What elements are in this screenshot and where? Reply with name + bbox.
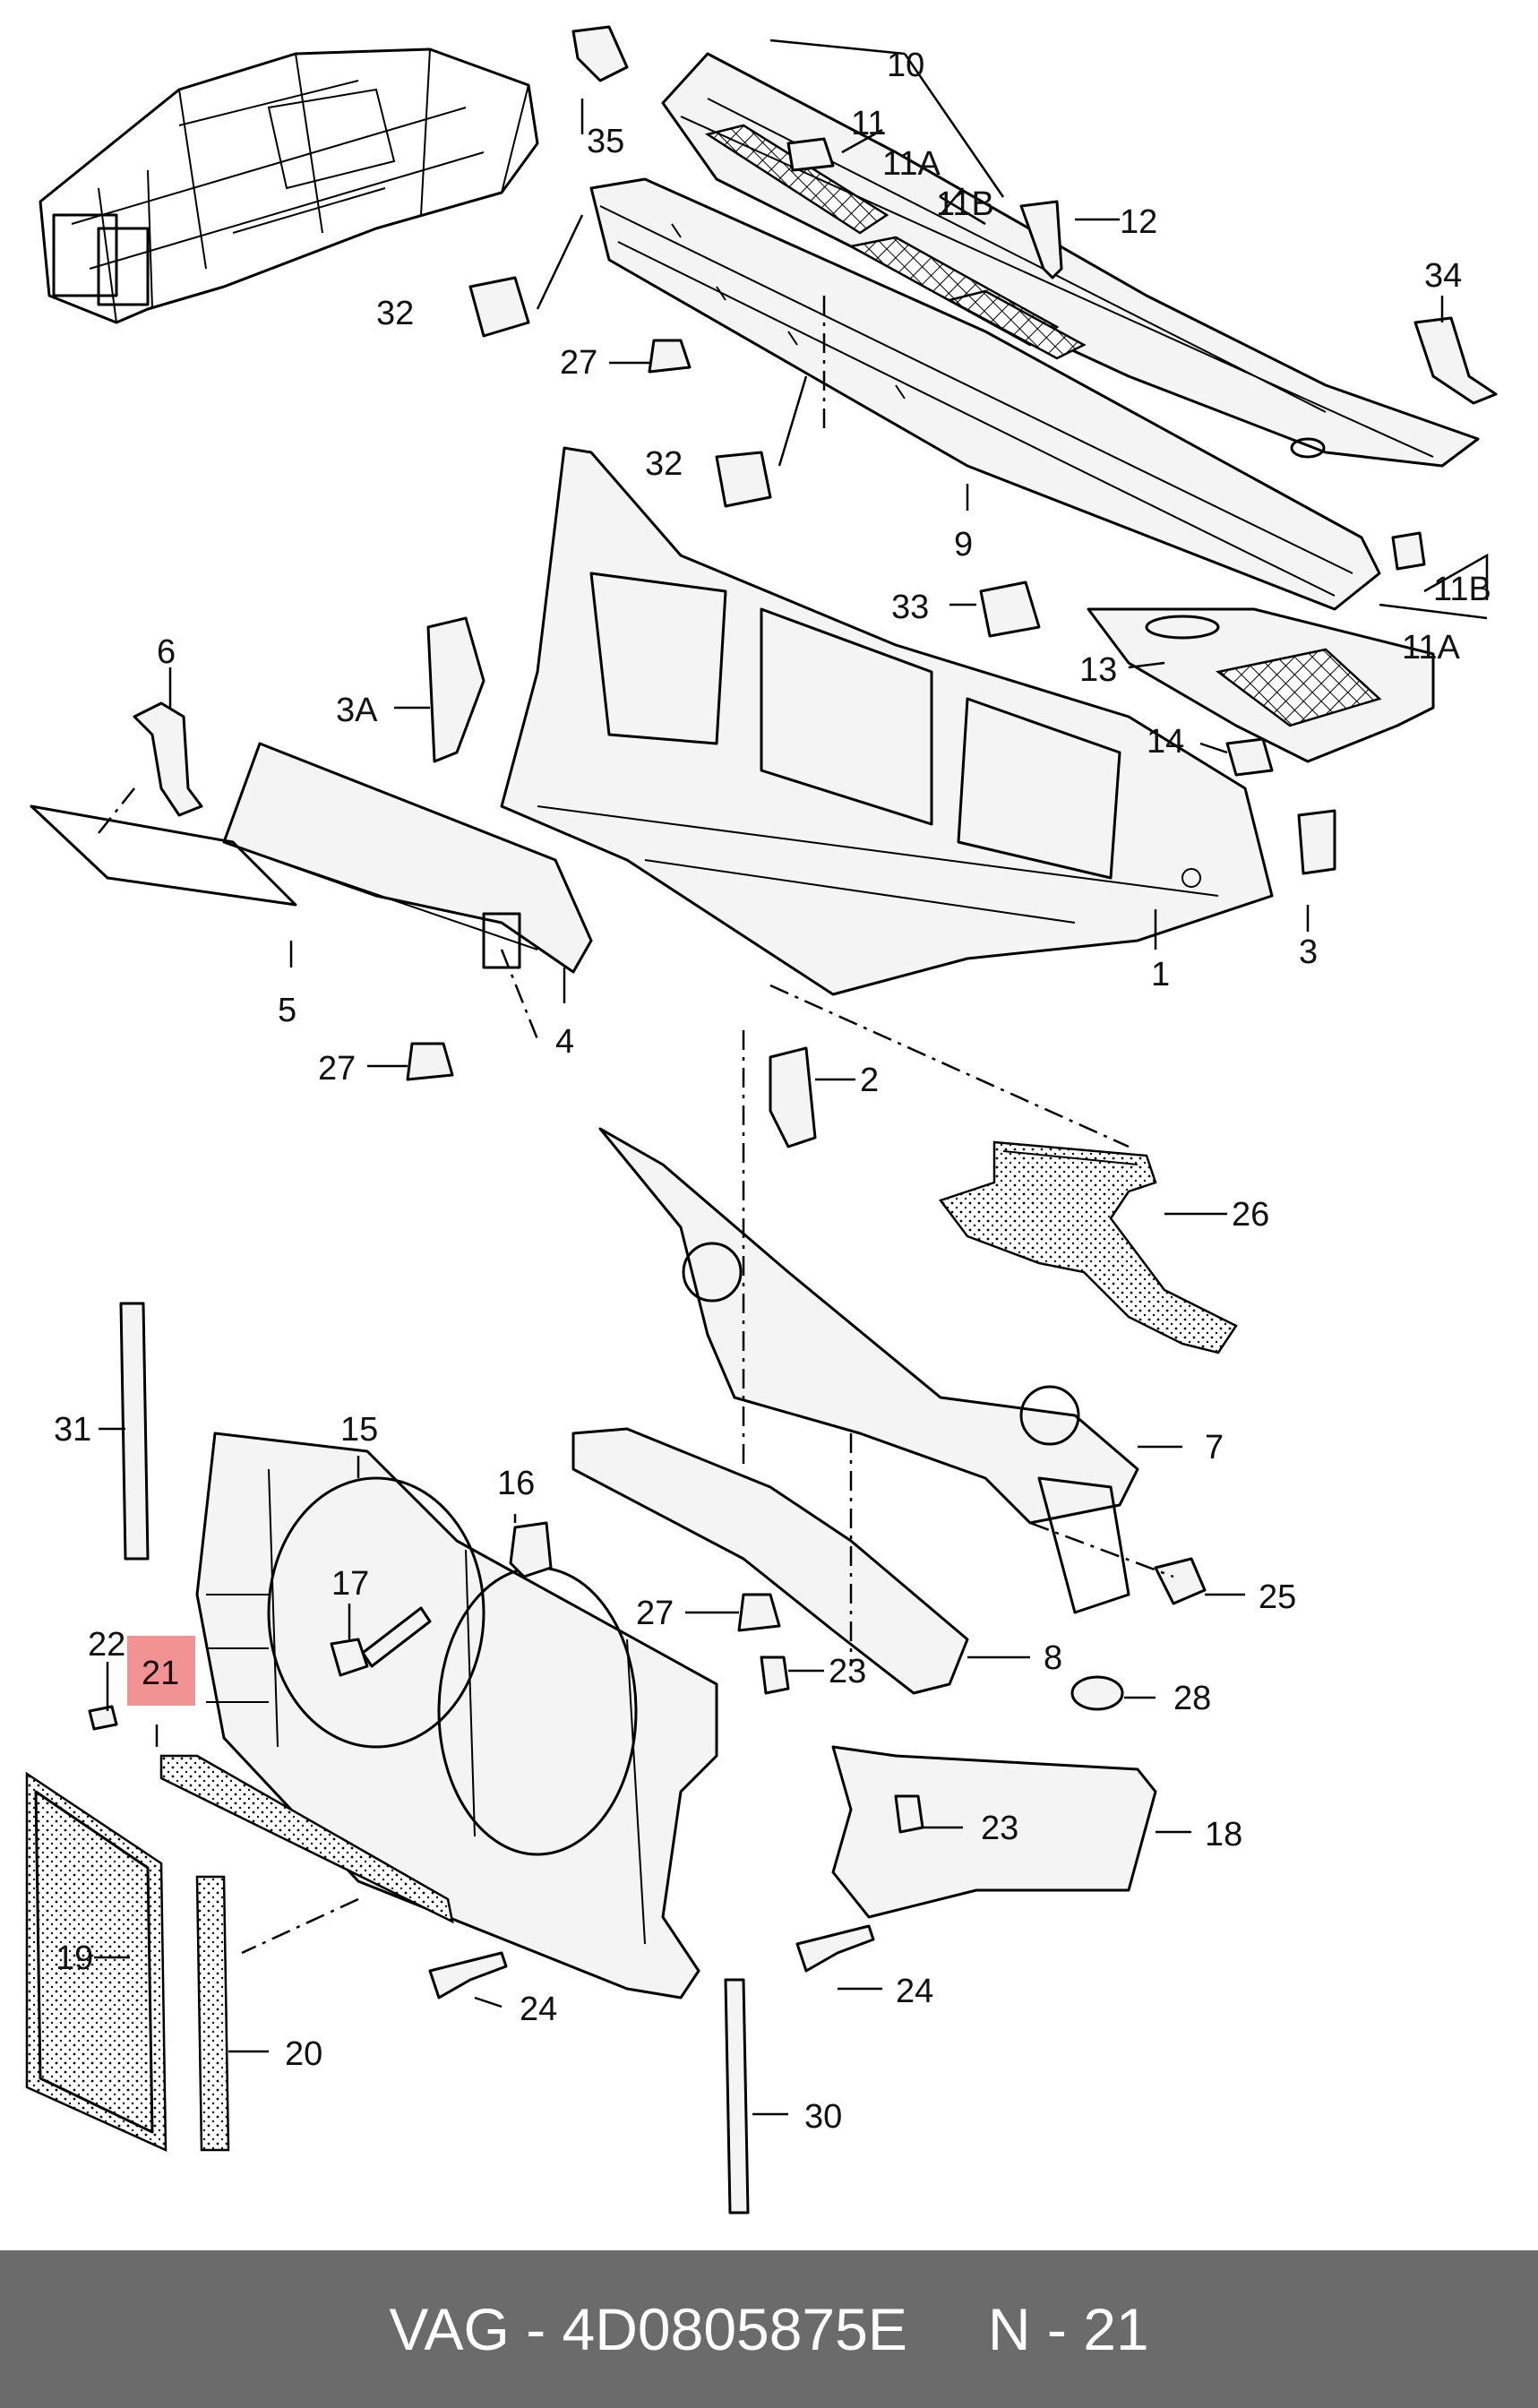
part-24-bolt-left	[428, 1951, 508, 2000]
callout-1: 1	[1151, 956, 1170, 993]
part-3a-plate	[426, 616, 485, 763]
callout-9: 9	[954, 526, 973, 563]
part-9-cross-member	[589, 177, 1381, 611]
part-2-bracket	[769, 1046, 817, 1148]
assembly-lines	[98, 296, 1174, 1955]
part-8-beam	[571, 1427, 969, 1695]
callout-5: 5	[278, 992, 296, 1029]
callout-12: 12	[1120, 203, 1157, 241]
callout-22: 22	[88, 1626, 125, 1664]
part-6-bracket	[133, 701, 203, 817]
part-4-5-channel	[30, 742, 593, 974]
callout-32-top: 32	[376, 295, 414, 332]
part-25-grommet	[1154, 1557, 1207, 1605]
part-27-grommet-mid	[406, 1042, 454, 1081]
part-14-clip	[1225, 737, 1274, 777]
callout-27-top: 27	[560, 344, 597, 382]
callout-11a-right: 11A	[1402, 629, 1460, 666]
part-22-clip	[88, 1705, 118, 1731]
callout-13: 13	[1079, 651, 1117, 689]
callout-23-lower: 23	[981, 1810, 1018, 1847]
callout-31: 31	[54, 1411, 91, 1449]
callout-15: 15	[340, 1411, 378, 1449]
part-31-strip	[119, 1302, 150, 1561]
callout-24-left: 24	[520, 1991, 557, 2028]
part-7-side-member	[598, 1127, 1139, 1614]
callout-7: 7	[1205, 1429, 1224, 1466]
part-28-cap	[1070, 1675, 1124, 1711]
part-23-clip-upper	[760, 1656, 790, 1695]
callout-25: 25	[1259, 1578, 1296, 1616]
part-12-bolt	[1019, 200, 1063, 280]
part-27-grommet-top	[648, 339, 692, 374]
part-32-bracket-top	[468, 276, 530, 338]
callout-labels: 10 11 11A 11B 12 34 35 32 27 32 9 11B 33…	[54, 47, 1491, 2136]
part-23-clip-lower	[894, 1794, 924, 1834]
callout-20: 20	[285, 2035, 322, 2073]
callout-32-mid: 32	[645, 445, 683, 483]
callout-17: 17	[331, 1565, 369, 1603]
callout-6: 6	[157, 633, 176, 671]
separator: -	[526, 2296, 546, 2362]
callout-19: 19	[56, 1939, 93, 1977]
callout-11b-top: 11B	[936, 185, 994, 223]
brand-label: VAG	[389, 2296, 510, 2362]
callout-18: 18	[1205, 1816, 1242, 1853]
part-1-bulkhead	[500, 446, 1274, 996]
part-21-strip	[159, 1754, 454, 1924]
callout-21: 21	[142, 1655, 179, 1692]
part-20-seal-strip	[195, 1875, 230, 2152]
part-19-seal	[25, 1771, 168, 2152]
part-16-rubber-mount	[509, 1521, 553, 1578]
callout-3: 3	[1299, 933, 1318, 971]
callout-2: 2	[860, 1062, 879, 1099]
part-number: 4D0805875E	[562, 2296, 907, 2362]
part-27-grommet-low	[737, 1593, 781, 1632]
callout-16: 16	[497, 1465, 535, 1502]
callout-23-upper: 23	[829, 1653, 866, 1690]
callout-14: 14	[1147, 723, 1184, 761]
part-17-bolt	[330, 1606, 432, 1677]
part-10-cowl-grille	[661, 52, 1480, 468]
part-35-bracket	[571, 25, 629, 82]
part-11-cap	[786, 137, 835, 172]
callout-11b-right: 11B	[1433, 571, 1491, 608]
callout-10: 10	[887, 47, 924, 84]
callout-28: 28	[1173, 1680, 1211, 1717]
part-13-panel	[1087, 607, 1435, 763]
part-info-footer: VAG - 4D0805875E N - 21	[0, 2250, 1538, 2408]
part-32-bracket-mid	[715, 451, 772, 508]
part-24-bolt-right	[795, 1924, 875, 1973]
callout-24-right: 24	[896, 1973, 933, 2010]
part-15-radiator-support	[195, 1432, 718, 2000]
highlight-box	[127, 1636, 195, 1706]
car-body-overview	[39, 47, 539, 324]
part-3-plate	[1297, 809, 1336, 875]
callout-11: 11	[851, 105, 886, 142]
leader-lines	[94, 39, 1489, 2116]
exploded-parts-diagram: 10 11 11A 11B 12 34 35 32 27 32 9 11B 33…	[25, 25, 1498, 2214]
callout-34: 34	[1424, 257, 1462, 295]
callout-35: 35	[587, 123, 624, 160]
part-26-air-duct	[938, 1140, 1238, 1354]
part-33-bracket	[979, 580, 1041, 638]
part-11b-clip-right	[1391, 531, 1426, 571]
callout-11a-top: 11A	[882, 145, 941, 183]
callout-3a: 3A	[336, 692, 378, 729]
callout-8: 8	[1044, 1639, 1062, 1677]
callout-30: 30	[804, 2098, 842, 2136]
callout-27-mid: 27	[318, 1050, 356, 1088]
callout-26: 26	[1232, 1196, 1269, 1234]
part-18-bracket	[831, 1745, 1157, 1919]
callout-33: 33	[891, 589, 929, 626]
callout-27-low: 27	[636, 1595, 674, 1632]
position-label: N - 21	[987, 2296, 1149, 2362]
part-30-strip	[724, 1978, 750, 2214]
part-34-bracket	[1413, 316, 1498, 405]
callout-4: 4	[555, 1023, 574, 1061]
